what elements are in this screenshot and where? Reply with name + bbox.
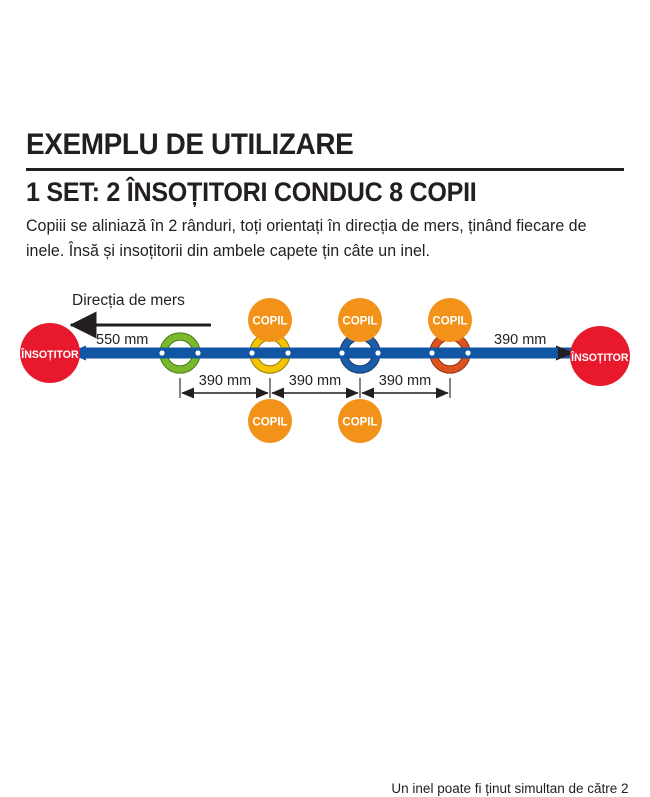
child-badge-label: COPIL (432, 316, 467, 328)
child-badge-top-3: COPIL (428, 298, 472, 342)
child-badge-bottom-2: COPIL (338, 399, 382, 443)
header-divider (26, 168, 624, 171)
page-subtitle: 1 SET: 2 ÎNSOȚITORI CONDUC 8 COPII (26, 177, 477, 207)
inset-caption: Un inel poate fi ținut simultan de către… (391, 781, 629, 796)
infographic-page: EXEMPLU DE UTILIZARE 1 SET: 2 ÎNSOȚITORI… (0, 128, 650, 796)
measure-between-2: 390 mm (289, 373, 341, 389)
usage-diagram: Direcția de mers 550 mm 390 mm (0, 286, 650, 796)
child-badge-label: COPIL (252, 417, 287, 429)
child-badge-top-1: COPIL (248, 298, 292, 342)
child-badge-top-2: COPIL (338, 298, 382, 342)
header-block: EXEMPLU DE UTILIZARE (26, 128, 624, 162)
measure-between-1: 390 mm (199, 373, 251, 389)
measure-right-span: 390 mm (494, 332, 546, 348)
direction-indicator: Direcția de mers (69, 292, 211, 339)
attendant-left-label: ÎNSOȚITOR (20, 348, 78, 362)
attendant-right-label: ÎNSOȚITOR (570, 351, 628, 365)
child-badge-bottom-1: COPIL (248, 399, 292, 443)
page-title: EXEMPLU DE UTILIZARE (26, 128, 354, 161)
dimension-chain (179, 378, 451, 399)
attendant-left: ÎNSOȚITOR (20, 323, 80, 383)
child-badge-label: COPIL (342, 417, 377, 429)
bar-arrow-right (556, 345, 574, 361)
child-badge-label: COPIL (252, 316, 287, 328)
bar-segments-overlay (86, 347, 558, 359)
measure-left-span: 550 mm (96, 332, 148, 348)
measure-between-3: 390 mm (379, 373, 431, 389)
direction-label: Direcția de mers (72, 292, 185, 309)
child-badge-label: COPIL (342, 316, 377, 328)
attendant-right: ÎNSOȚITOR (570, 326, 630, 386)
connector-dots (159, 350, 471, 356)
body-paragraph: Copiii se aliniază în 2 rânduri, toți or… (26, 217, 587, 260)
subtitle-block: 1 SET: 2 ÎNSOȚITORI CONDUC 8 COPII (26, 176, 624, 208)
